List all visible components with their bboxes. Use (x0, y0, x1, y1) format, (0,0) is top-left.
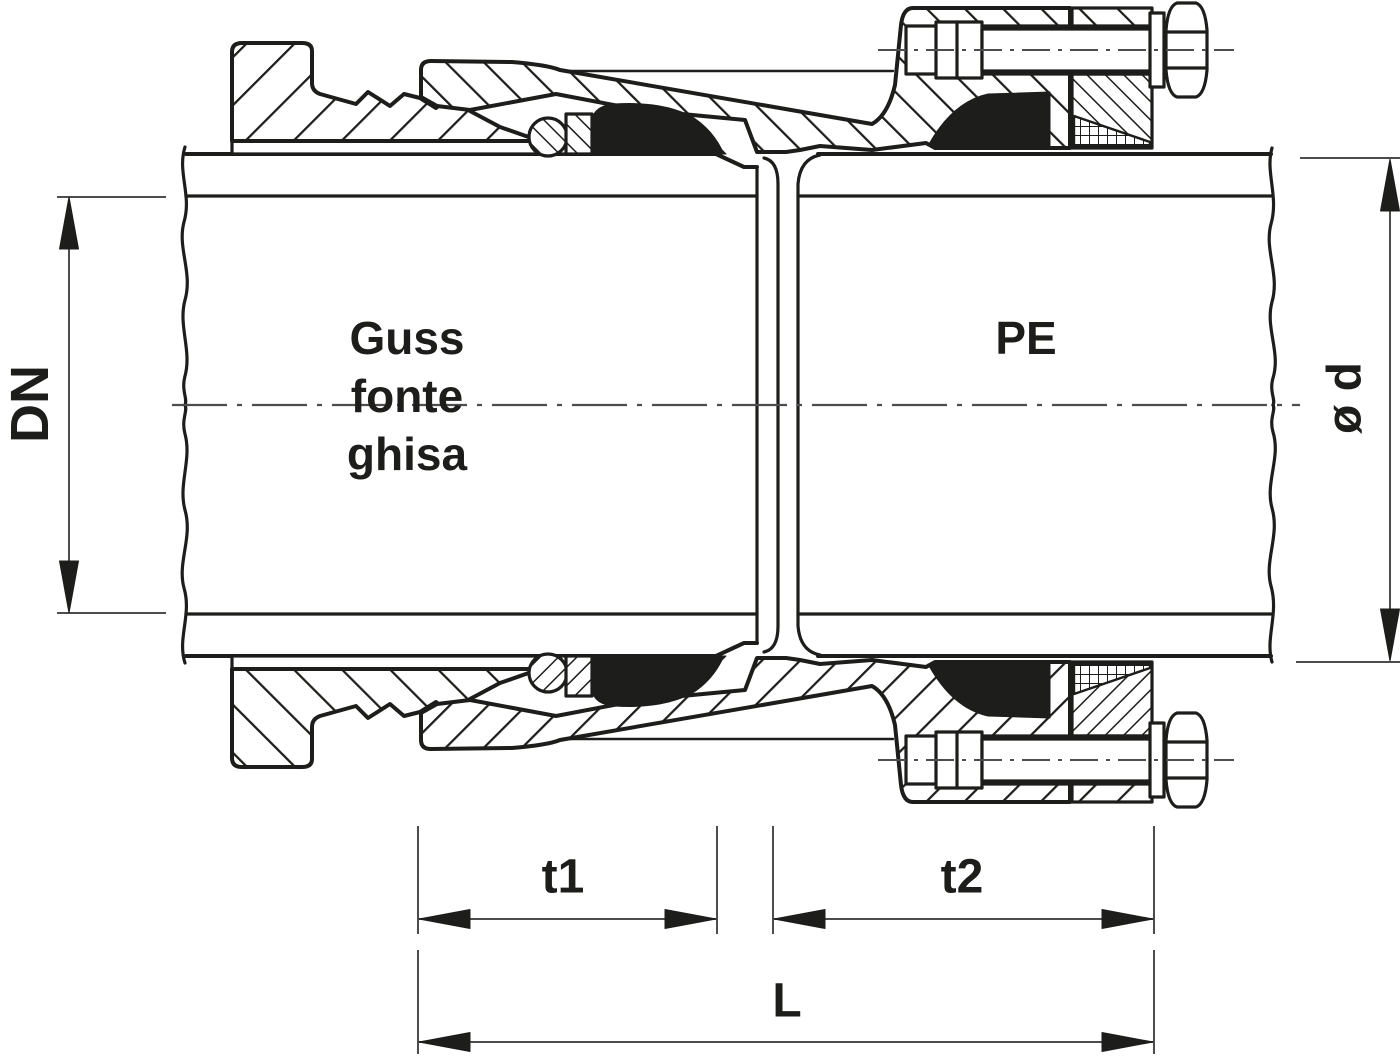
material-label-cast-iron: Guss fonte ghisa (347, 312, 468, 480)
material-label-pe: PE (995, 312, 1056, 364)
material-label-fonte: fonte (351, 370, 463, 422)
material-label-ghisa: ghisa (347, 428, 468, 480)
dimension-t2: t2 (772, 826, 1155, 934)
material-label-guss: Guss (349, 312, 464, 364)
dimension-outer-diameter: ø d (1296, 157, 1400, 663)
dimension-total-length: L (417, 950, 1155, 1054)
dimension-dn: DN (0, 196, 166, 614)
l-label: L (772, 975, 801, 1028)
dimension-t1: t1 (417, 826, 718, 934)
dn-label: DN (0, 365, 60, 443)
t1-label: t1 (542, 851, 585, 904)
d-label: ø d (1319, 362, 1372, 434)
t2-label: t2 (941, 851, 984, 904)
upper-half-section (180, 1, 1278, 407)
